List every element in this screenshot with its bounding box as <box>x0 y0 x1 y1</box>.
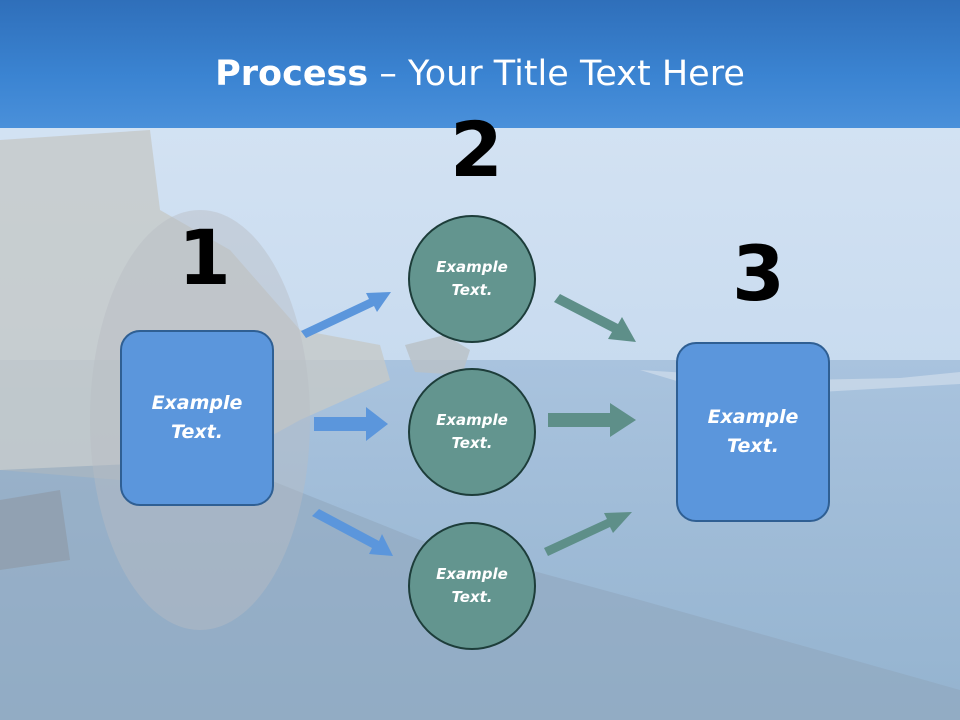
arrow-teal-lower-icon <box>544 512 632 556</box>
title-bold-text: Process <box>215 54 369 94</box>
circle-middle: Example Text. <box>408 368 536 496</box>
step-number-2: 2 <box>450 105 503 194</box>
circle-bottom: Example Text. <box>408 522 536 650</box>
step-number-3: 3 <box>732 229 785 318</box>
title-rest-text: – Your Title Text Here <box>368 54 745 94</box>
step-number-1: 1 <box>178 213 231 302</box>
title-bar <box>0 0 960 128</box>
circle-middle-label: Example Text. <box>436 411 508 452</box>
left-process-box: Example Text. <box>120 330 274 506</box>
arrow-blue-middle-icon <box>314 407 388 441</box>
circle-top: Example Text. <box>408 215 536 343</box>
arrow-blue-upper-icon <box>301 292 391 338</box>
slide-title: Process – Your Title Text Here <box>0 52 960 96</box>
circle-top-label: Example Text. <box>436 258 508 299</box>
circle-bottom-label: Example Text. <box>436 565 508 606</box>
right-process-box: Example Text. <box>676 342 830 522</box>
arrow-teal-upper-icon <box>554 294 636 342</box>
arrow-teal-middle-icon <box>548 403 636 437</box>
left-box-label: Example Text. <box>151 392 243 443</box>
arrow-blue-lower-icon <box>312 509 393 556</box>
right-box-label: Example Text. <box>707 406 799 457</box>
